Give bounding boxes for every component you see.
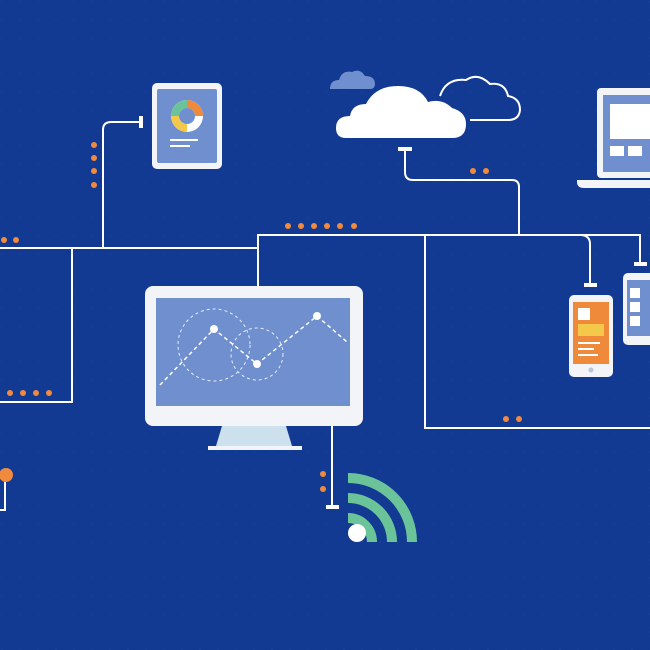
phone-block-1 [578,308,590,320]
desktop-monitor[interactable] [145,286,363,450]
tablet-text-line-2 [170,145,190,147]
line-cloud-drop [404,150,520,235]
monitor-base [208,446,302,450]
laptop-icon [577,180,650,188]
wifi-icon [347,473,417,543]
tablet-text-line-1 [170,139,198,141]
connector-caps [139,116,647,509]
orange-dots [1,142,522,492]
cloud-icon [336,86,466,138]
line-main-bus-right [257,234,641,265]
laptop-block-1 [610,146,624,156]
donut-chart-icon [171,100,203,132]
cloud-server[interactable] [336,75,522,138]
chart-point-1 [210,325,218,333]
wifi-dot [348,524,366,542]
tablet-donut-chart[interactable] [152,83,222,169]
cap-phone [584,283,597,287]
laptop-window [610,104,650,139]
laptop[interactable] [577,88,650,188]
connection-lines [0,121,650,511]
phone2-block-2 [630,302,640,312]
phone-text-2 [578,348,594,350]
cap-cloud [398,147,412,151]
wifi-signal[interactable] [347,473,417,543]
cap-tablet [139,116,143,128]
smartphone-orange[interactable] [569,295,613,377]
phone-text-3 [578,354,598,356]
line-left-box [0,248,73,403]
monitor-screen [156,298,350,406]
line-tablet-drop [102,121,140,248]
phone2-block-3 [630,316,640,326]
chart-point-2 [253,360,261,368]
monitor-stand [216,426,292,446]
chart-point-3 [313,312,321,320]
node-bottom-left [0,468,13,482]
phone-text-1 [578,342,600,344]
laptop-block-2 [628,146,642,156]
phone2-block-1 [630,288,640,298]
chart-circle-right [230,327,284,381]
smartphone-white[interactable] [623,273,650,345]
line-phone-drop [579,234,591,286]
small-cloud-icon [330,70,375,89]
phone-block-2 [578,324,604,336]
line-node-left [0,475,6,511]
chart-circle-left [177,308,251,382]
line-right-box [424,235,650,429]
cap-wifi [326,505,339,509]
cloud-outline-icon [439,75,522,121]
phone-home-button [588,367,594,373]
cap-phone2 [634,262,647,266]
